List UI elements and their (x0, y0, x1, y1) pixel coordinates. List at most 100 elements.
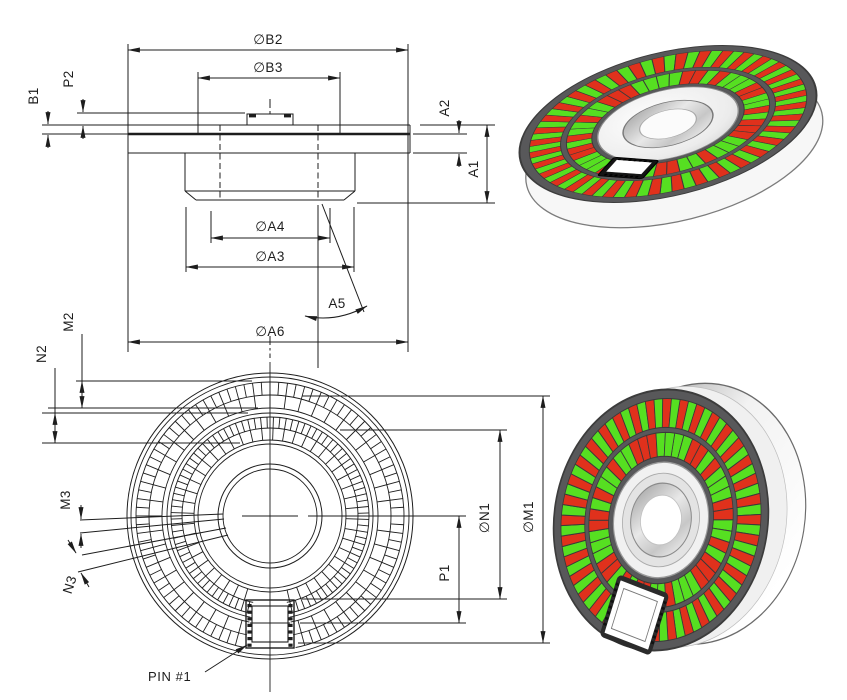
track-tick (182, 468, 193, 475)
track-tick (323, 395, 330, 408)
track-tick (212, 435, 227, 455)
track-tick (207, 439, 215, 449)
track-tick (140, 543, 166, 552)
track-tick (345, 518, 369, 520)
chip-pin (247, 637, 252, 641)
track-tick (202, 399, 217, 423)
track-tick (378, 456, 391, 463)
code-segment (642, 76, 660, 92)
track-tick (294, 600, 299, 611)
track-tick (309, 431, 323, 452)
track-tick (289, 419, 294, 431)
track-tick (168, 595, 180, 605)
track-tick (153, 569, 177, 584)
dim-m2 (48, 334, 258, 409)
track-tick (342, 537, 365, 546)
track-tick (360, 427, 372, 437)
track-tick (243, 384, 247, 398)
dim-label-n1: ∅N1 (477, 503, 492, 533)
track-tick (354, 487, 365, 492)
track-tick (347, 557, 358, 564)
dim-label-n2: N2 (34, 345, 49, 363)
track-tick (384, 554, 398, 560)
track-tick (228, 425, 235, 436)
track-tick (193, 571, 203, 579)
dim-b1 (42, 111, 128, 148)
chip-pin (288, 610, 293, 614)
track-tick (331, 458, 351, 473)
track-tick (352, 546, 363, 552)
track-tick (363, 569, 387, 584)
track-tick (308, 388, 314, 402)
track-tick (282, 418, 287, 442)
track-tick (291, 421, 300, 444)
track-tick (313, 577, 328, 597)
track-tick (277, 382, 280, 396)
track-tick (201, 579, 211, 589)
track-tick (149, 456, 162, 463)
iso-top-view (518, 45, 824, 229)
dim-b3 (197, 72, 341, 130)
track-tick (360, 595, 372, 605)
dim-label-b1: B1 (26, 87, 41, 104)
track-tick (241, 421, 246, 432)
track-tick (356, 499, 368, 503)
front-centerlines (242, 362, 298, 692)
track-tick (197, 447, 207, 457)
chip-pin (247, 643, 252, 647)
track-tick (158, 582, 170, 591)
section-part-outline (127, 124, 411, 201)
track-tick (350, 474, 361, 481)
dim-label-m2: M2 (61, 312, 76, 332)
track-tick (370, 582, 382, 591)
dim-p2 (77, 99, 245, 139)
track-tick (182, 551, 204, 563)
track-tick (355, 535, 367, 540)
track-tick (260, 382, 263, 396)
iso-front-chip (600, 575, 669, 655)
track-tick (185, 561, 196, 569)
track-tick (328, 563, 347, 580)
dim-label-a4: ∅A4 (255, 219, 285, 234)
track-tick (140, 480, 166, 489)
dim-n1 (302, 429, 507, 600)
track-tick (195, 616, 204, 628)
track-tick (226, 630, 232, 644)
section-chip (246, 113, 294, 126)
track-tick (355, 581, 377, 598)
track-tick (172, 499, 196, 504)
track-tick (336, 469, 358, 481)
track-tick (377, 529, 403, 534)
track-tick (345, 506, 369, 510)
pin1-label: PIN #1 (148, 669, 191, 684)
track-tick (323, 399, 338, 423)
track-tick (344, 463, 355, 471)
track-tick (163, 434, 185, 451)
code-segment (639, 58, 657, 77)
section-view (42, 44, 495, 368)
track-tick (325, 583, 333, 593)
track-tick (374, 480, 400, 489)
dim-label-p1: P1 (437, 564, 452, 581)
track-tick (334, 555, 355, 569)
track-tick (374, 543, 400, 552)
chip-pin (288, 604, 293, 608)
track-tick (240, 588, 249, 611)
track-tick (297, 620, 306, 646)
track-tick (163, 581, 185, 598)
code-segment (663, 431, 676, 458)
track-tick (293, 384, 297, 398)
track-tick (300, 423, 306, 434)
track-tick (175, 486, 198, 495)
track-tick (336, 404, 345, 416)
track-tick (323, 624, 330, 637)
track-tick (278, 417, 281, 429)
track-tick (377, 498, 403, 503)
chip-pin (288, 630, 293, 634)
track-tick (172, 529, 184, 533)
dim-a2 (413, 120, 467, 167)
dim-label-a1: A1 (466, 160, 481, 177)
track-tick (346, 592, 366, 612)
track-tick (218, 392, 230, 417)
iso-front-chip-pins (603, 582, 667, 645)
